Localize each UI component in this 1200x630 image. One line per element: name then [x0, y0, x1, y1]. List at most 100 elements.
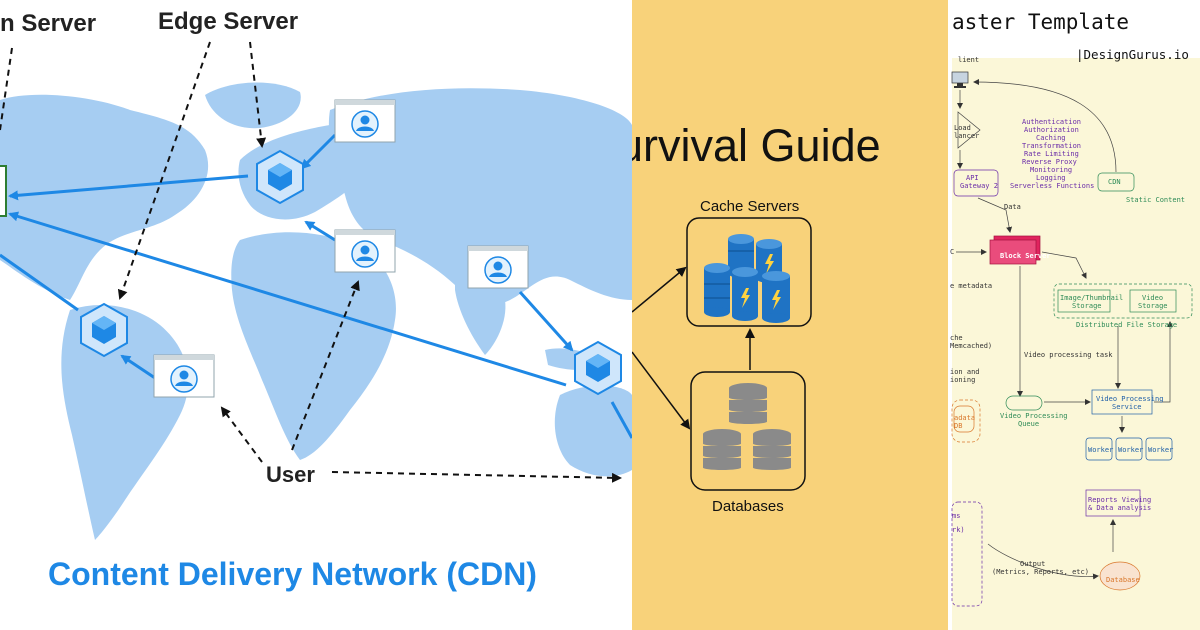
edge-server-south-america: [80, 302, 128, 358]
template-title: aster Template: [952, 10, 1130, 34]
worker-box-2: [1115, 437, 1143, 461]
india-landmass: [455, 268, 506, 355]
user-window-north: [334, 99, 396, 143]
connection-europe-origin: [8, 174, 249, 201]
ms-fragment-label: ms: [952, 512, 961, 520]
dashed-pointer-arrows: [0, 41, 622, 483]
arrow-service-storage: [1154, 321, 1173, 403]
feature-label: Serverless Functions: [1010, 182, 1095, 190]
cache-servers-box: [686, 217, 812, 327]
user-window-africa: [334, 229, 396, 273]
feature-label: Authentication: [1022, 118, 1082, 126]
metadata-db-label-2: DB: [954, 422, 963, 430]
user-label: User: [266, 462, 315, 487]
arrow-output: [987, 543, 1099, 580]
arrow-to-cache: [632, 266, 687, 313]
arrow-cdn-client: [973, 79, 1117, 173]
user-windows: [153, 99, 529, 398]
edge-server-europe: [256, 149, 304, 205]
api-gateway-label-1: API: [966, 174, 979, 182]
c-fragment-label: C: [950, 248, 955, 256]
queue-label-1: Video Processing: [1000, 412, 1068, 420]
versioning-label-2: ioning: [950, 376, 976, 384]
worker-label-3: Worker: [1148, 446, 1174, 454]
database-cylinder: [1099, 561, 1141, 591]
metadata-db-label-1: adata: [954, 414, 976, 422]
versioning-label-1: ion and: [950, 368, 980, 376]
output-label-2: (Metrics, Reports, etc): [992, 568, 1089, 576]
feature-label: Reverse Proxy: [1022, 158, 1077, 166]
load-balancer-shape: [957, 111, 981, 149]
connection-asia-right: [610, 401, 632, 439]
template-panel: aster Template |DesignGurus.io: [948, 0, 1200, 630]
connection-user-sa: [120, 354, 156, 380]
reports-box: [1085, 489, 1141, 517]
image-storage-label-2: Storage: [1072, 302, 1102, 310]
cdn-title: Content Delivery Network (CDN): [48, 556, 537, 592]
cache-cylinder-left: [704, 263, 730, 317]
origin-server-box: [0, 165, 7, 217]
origin-server-label: n Server: [0, 10, 97, 37]
distributed-storage-box: [1053, 283, 1193, 319]
databases-box: [690, 371, 806, 491]
processing-service-box: [1091, 389, 1153, 415]
metadata-db-box: [951, 399, 981, 443]
distributed-storage-label: Distributed File Storage: [1076, 321, 1178, 329]
connection-sa-origin: [0, 253, 79, 312]
cache-fragment-label-1: che: [950, 334, 963, 342]
feature-label: Rate Limiting: [1024, 150, 1079, 158]
feature-label: Caching: [1036, 134, 1066, 142]
block-server-stack: [989, 235, 1041, 265]
worker-label-1: Worker: [1088, 446, 1114, 454]
reports-label-2: & Data analysis: [1088, 504, 1152, 512]
cdn-label: CDN: [1108, 178, 1121, 186]
client-monitor-icon: [951, 71, 969, 88]
db-stack-right: [751, 427, 793, 472]
cdn-diagram: [0, 41, 632, 540]
arrow-gateway-block: [977, 197, 1013, 233]
analytics-box: [951, 501, 983, 607]
lb-label-2: lancer: [954, 132, 980, 140]
user-arrow-3: [331, 471, 622, 483]
connection-user-india: [518, 290, 574, 352]
queue-label-2: Queue: [1018, 420, 1040, 428]
system-design-diagram: [951, 71, 1193, 607]
feature-label: Logging: [1036, 174, 1066, 182]
feature-label: Transformation: [1022, 142, 1082, 150]
metadata-fragment-label: e metadata: [950, 282, 993, 290]
guide-arrows: [632, 266, 755, 430]
database-label: Database: [1106, 576, 1140, 584]
user-window-south-america: [153, 354, 215, 398]
arrow-block-storage: [1041, 251, 1087, 279]
origin-label-arrow: [0, 47, 13, 131]
north-america-landmass: [0, 94, 209, 300]
metadata-db-shape: [953, 405, 975, 433]
db-stack-top: [727, 381, 769, 426]
cache-cylinder-right: [762, 271, 790, 323]
connection-user-africa: [304, 220, 336, 242]
feature-label: Authorization: [1024, 126, 1079, 134]
guide-title: urvival Guide: [632, 120, 881, 171]
greenland-landmass: [205, 82, 301, 129]
output-label-1: Output: [1020, 560, 1046, 568]
video-storage-label-1: Video: [1142, 294, 1164, 302]
data-label: Data: [1004, 203, 1021, 211]
edge-server-label: Edge Server: [158, 8, 299, 35]
db-stack-left: [701, 427, 743, 472]
worker-label-2: Worker: [1118, 446, 1144, 454]
user-arrow-2: [291, 280, 360, 451]
connection-user-europe: [300, 133, 337, 170]
client-label: lient: [958, 56, 980, 64]
image-storage-box: [1057, 289, 1111, 313]
worker-box-1: [1085, 437, 1113, 461]
cache-diagram: [632, 217, 812, 491]
reports-label-1: Reports Viewing: [1088, 496, 1152, 504]
processing-service-label-2: Service: [1112, 403, 1142, 411]
cache-servers-label: Cache Servers: [700, 198, 800, 215]
template-paper: [952, 58, 1200, 630]
edge-connections: [0, 133, 632, 439]
cdn-panel: n Server Edge Server User Content Delive…: [0, 8, 632, 592]
connection-asia-origin: [8, 211, 567, 387]
static-content-label: Static Content: [1126, 196, 1186, 204]
cache-cylinder-mid: [732, 267, 758, 321]
